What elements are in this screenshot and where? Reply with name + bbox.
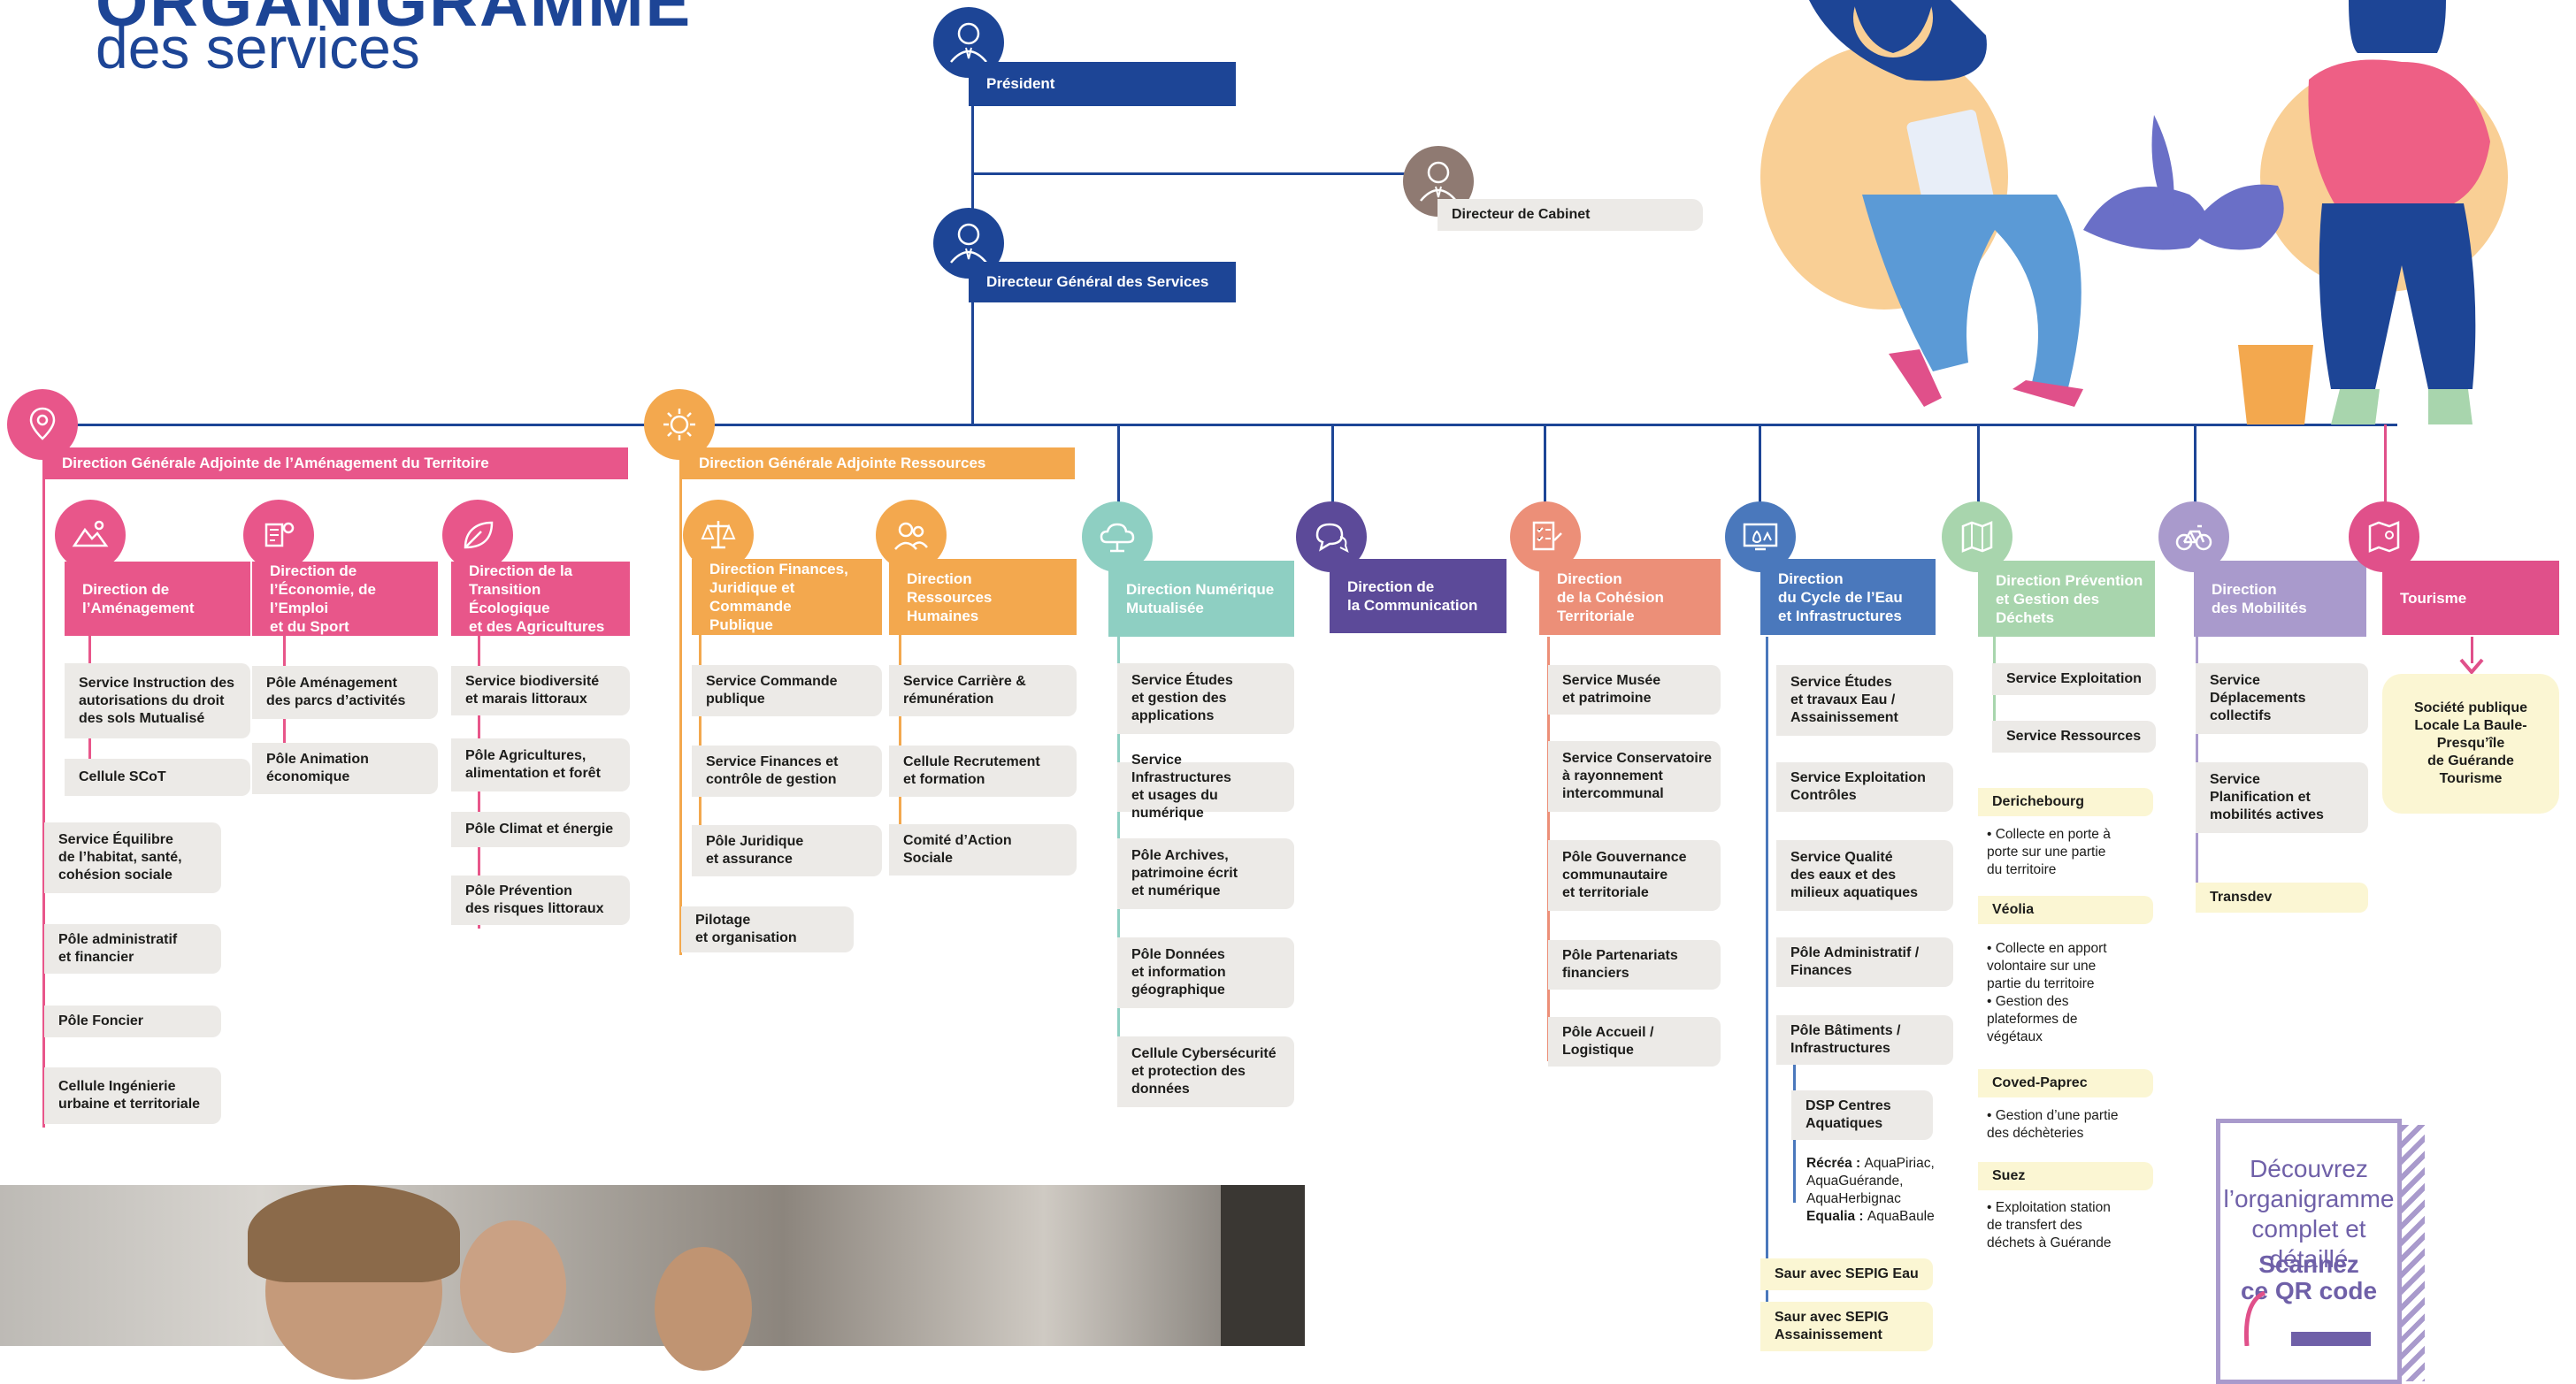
service-conservatoire-box: Service Conservatoire à rayonnement inte… bbox=[1548, 741, 1721, 812]
qr-promo-stripes bbox=[2402, 1125, 2425, 1381]
direction-eau-header: Direction du Cycle de l’Eau et Infrastru… bbox=[1760, 559, 1936, 635]
pole-donnees-box: Pôle Données et information géographique bbox=[1117, 937, 1294, 1008]
pole-foncier-box: Pôle Foncier bbox=[44, 1006, 221, 1037]
comite-action-sociale-box: Comité d’Action Sociale bbox=[889, 824, 1077, 876]
provider-coved-text: • Gestion d’une partie des déchèteries bbox=[1987, 1108, 2119, 1141]
pole-amenagement-parcs-box: Pôle Aménagement des parcs d’activités bbox=[252, 666, 438, 719]
cloud-computing-icon bbox=[1082, 501, 1153, 572]
pole-administratif-finances-box: Pôle Administratif / Finances bbox=[1776, 937, 1953, 987]
service-carriere-box: Service Carrière & rémunération bbox=[889, 665, 1077, 716]
team-photo bbox=[0, 1185, 1305, 1380]
service-etudes-applications-box: Service Études et gestion des applicatio… bbox=[1117, 663, 1294, 734]
illustration-people-icon bbox=[1760, 0, 2508, 424]
gear-icon bbox=[644, 389, 715, 460]
saur-assainissement-box: Saur avec SEPIG Assainissement bbox=[1760, 1302, 1933, 1351]
direction-amenagement-header: Direction de l’Aménagement bbox=[65, 562, 250, 636]
qr-code-image[interactable] bbox=[2291, 1332, 2371, 1346]
cellule-ingenierie-box: Cellule Ingénierie urbaine et territoria… bbox=[44, 1067, 221, 1124]
service-planification-box: Service Planification et mobilités activ… bbox=[2196, 762, 2368, 833]
pole-gouvernance-box: Pôle Gouvernance communautaire et territ… bbox=[1548, 840, 1721, 911]
direction-rh-header: Direction Ressources Humaines bbox=[889, 559, 1077, 635]
cabinet-box: Directeur de Cabinet bbox=[1438, 199, 1703, 231]
pole-animation-box: Pôle Animation économique bbox=[252, 743, 438, 794]
pole-juridique-box: Pôle Juridique et assurance bbox=[692, 825, 882, 876]
pole-agricultures-box: Pôle Agricultures, alimentation et forêt bbox=[451, 738, 630, 791]
direction-economie-header: Direction de l’Économie, de l’Emploi et … bbox=[252, 562, 438, 636]
provider-veolia-name: Véolia bbox=[1978, 896, 2153, 924]
service-equilibre-box: Service Équilibre de l’habitat, santé, c… bbox=[44, 822, 221, 893]
dgs-box: Directeur Général des Services bbox=[969, 262, 1236, 302]
service-musee-box: Service Musée et patrimoine bbox=[1548, 665, 1721, 715]
president-box: Président bbox=[969, 62, 1236, 106]
pole-batiments-box: Pôle Bâtiments / Infrastructures bbox=[1776, 1015, 1953, 1065]
service-deplacements-box: Service Déplacements collectifs bbox=[2196, 663, 2368, 734]
provider-suez-name: Suez bbox=[1978, 1162, 2153, 1190]
curved-arrow-icon bbox=[2243, 1290, 2266, 1346]
provider-derichebourg-name: Derichebourg bbox=[1978, 788, 2153, 816]
page-title: ORGANIGRAMME bbox=[96, 0, 693, 41]
service-exploitation-dechets-box: Service Exploitation bbox=[1992, 663, 2156, 695]
tourisme-header: Tourisme bbox=[2382, 561, 2559, 635]
cellule-recrutement-box: Cellule Recrutement et formation bbox=[889, 746, 1077, 797]
direction-cohesion-header: Direction de la Cohésion Territoriale bbox=[1539, 559, 1721, 635]
bicycle-icon bbox=[2158, 501, 2229, 572]
service-infrastructures-numerique-box: Service Infrastructures et usages du num… bbox=[1117, 753, 1294, 821]
recrea-text: Récréa : AquaPiriac, AquaGuérande, AquaH… bbox=[1806, 1156, 1935, 1224]
direction-numerique-header: Direction Numérique Mutualisée bbox=[1108, 561, 1294, 637]
service-ressources-dechets-box: Service Ressources bbox=[1992, 721, 2156, 753]
service-instruction-box: Service Instruction des autorisations du… bbox=[65, 663, 250, 738]
direction-finances-header: Direction Finances, Juridique et Command… bbox=[692, 559, 882, 635]
landscape-icon bbox=[55, 500, 126, 570]
provider-veolia-text: • Collecte en apport volontaire sur une … bbox=[1987, 941, 2107, 1044]
cellule-scot-box: Cellule SCoT bbox=[65, 759, 250, 796]
recycling-map-icon bbox=[1942, 501, 2012, 572]
map-location-icon bbox=[2349, 501, 2419, 572]
pole-prevention-box: Pôle Prévention des risques littoraux bbox=[451, 876, 630, 925]
arrow-down-icon bbox=[2459, 658, 2484, 676]
leaf-icon bbox=[442, 500, 513, 570]
service-etudes-eau-box: Service Études et travaux Eau / Assainis… bbox=[1776, 665, 1953, 736]
pole-partenariats-box: Pôle Partenariats financiers bbox=[1548, 940, 1721, 990]
pole-climat-box: Pôle Climat et énergie bbox=[451, 812, 630, 847]
direction-communication-header: Direction de la Communication bbox=[1330, 559, 1506, 633]
pole-accueil-box: Pôle Accueil / Logistique bbox=[1548, 1017, 1721, 1067]
service-biodiversite-box: Service biodiversité et marais littoraux bbox=[451, 666, 630, 715]
dga-ressources-bar: Direction Générale Adjointe Ressources bbox=[681, 447, 1075, 479]
service-commande-box: Service Commande publique bbox=[692, 665, 882, 716]
scales-icon bbox=[683, 500, 754, 570]
provider-coved-name: Coved-Paprec bbox=[1978, 1069, 2153, 1097]
dsp-centres-aquatiques-box: DSP Centres Aquatiques bbox=[1791, 1090, 1933, 1140]
pilotage-box: Pilotage et organisation bbox=[681, 906, 854, 952]
qr-promo-text: Découvrez l’organigramme complet et déta… bbox=[2223, 1155, 2395, 1273]
direction-mobilites-header: Direction des Mobilités bbox=[2194, 561, 2366, 637]
transdev-box: Transdev bbox=[2196, 883, 2368, 913]
saur-eau-box: Saur avec SEPIG Eau bbox=[1760, 1258, 1933, 1290]
pole-archives-box: Pôle Archives, patrimoine écrit et numér… bbox=[1117, 838, 1294, 909]
provider-suez-text: • Exploitation station de transfert des … bbox=[1987, 1200, 2112, 1250]
people-icon bbox=[876, 500, 947, 570]
service-finances-box: Service Finances et contrôle de gestion bbox=[692, 746, 882, 797]
qr-promo-cta: Scannez ce QR code bbox=[2240, 1250, 2378, 1304]
cellule-cybersecurite-box: Cellule Cybersécurité et protection des … bbox=[1117, 1036, 1294, 1107]
service-exploitation-controles-box: Service Exploitation Contrôles bbox=[1776, 762, 1953, 812]
economy-icon bbox=[243, 500, 314, 570]
service-qualite-eaux-box: Service Qualité des eaux et des milieux … bbox=[1776, 840, 1953, 911]
page-subtitle: des services bbox=[96, 15, 420, 80]
provider-derichebourg-text: • Collecte en porte à porte sur une part… bbox=[1987, 827, 2111, 877]
direction-transition-header: Direction de la Transition Écologique et… bbox=[451, 562, 630, 636]
direction-dechets-header: Direction Prévention et Gestion des Déch… bbox=[1978, 561, 2155, 637]
spl-tourisme-box: Société publique Locale La Baule- Presqu… bbox=[2382, 674, 2559, 814]
pole-administratif-box: Pôle administratif et financier bbox=[44, 924, 221, 974]
dga-amenagement-bar: Direction Générale Adjointe de l’Aménage… bbox=[44, 447, 628, 479]
